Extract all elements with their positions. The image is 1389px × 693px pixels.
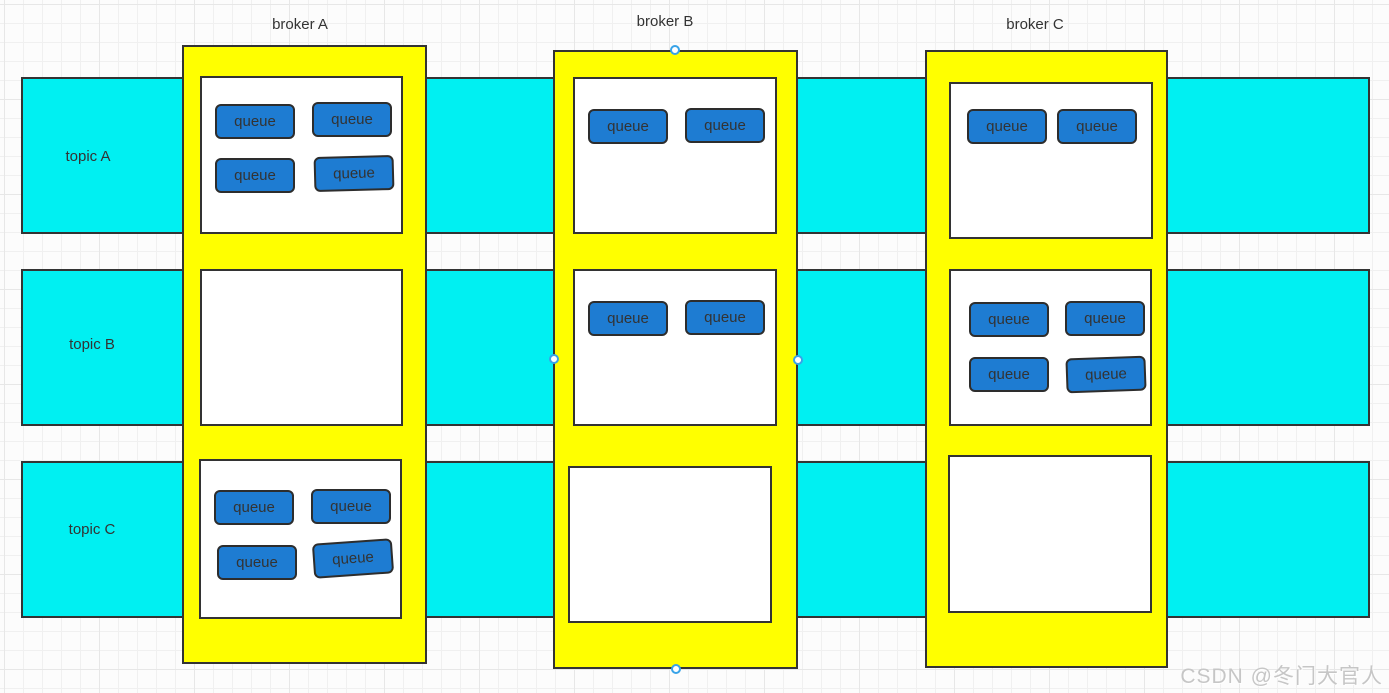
selection-handle-bottom[interactable] [671,664,681,674]
cell-broker-b-topic-a[interactable]: queue queue [573,77,777,234]
cell-broker-c-topic-c[interactable] [948,455,1152,613]
topic-a-label: topic A [65,148,111,165]
topic-b-label: topic B [69,336,115,353]
queue-shape[interactable]: queue [312,102,392,137]
selection-handle-top[interactable] [670,45,680,55]
broker-a-label: broker A [272,16,328,33]
cell-broker-b-topic-c[interactable] [568,466,772,623]
selection-handle-left[interactable] [549,354,559,364]
queue-shape[interactable]: queue [685,108,765,143]
queue-shape[interactable]: queue [215,104,295,139]
selection-handle-right[interactable] [793,355,803,365]
queue-shape[interactable]: queue [685,300,765,335]
queue-shape[interactable]: queue [1057,109,1137,144]
queue-shape[interactable]: queue [1065,355,1147,394]
cell-broker-a-topic-c[interactable]: queue queue queue queue [199,459,402,619]
queue-shape[interactable]: queue [214,490,294,525]
cell-broker-b-topic-b[interactable]: queue queue [573,269,777,426]
queue-shape[interactable]: queue [311,538,395,579]
queue-shape[interactable]: queue [588,109,668,144]
csdn-watermark: CSDN @冬门大官人 [1180,665,1383,688]
cell-broker-c-topic-a[interactable]: queue queue [949,82,1153,239]
queue-shape[interactable]: queue [313,154,395,193]
queue-shape[interactable]: queue [969,357,1049,392]
queue-shape[interactable]: queue [588,301,668,336]
cell-broker-a-topic-a[interactable]: queue queue queue queue [200,76,403,234]
broker-b-label: broker B [636,13,694,30]
queue-shape[interactable]: queue [969,302,1049,337]
queue-shape[interactable]: queue [1065,301,1145,336]
queue-shape[interactable]: queue [311,489,391,524]
queue-shape[interactable]: queue [967,109,1047,144]
broker-c-label: broker C [1006,16,1064,33]
topic-c-label: topic C [68,521,116,538]
cell-broker-a-topic-b[interactable] [200,269,403,426]
cell-broker-c-topic-b[interactable]: queue queue queue queue [949,269,1152,426]
queue-shape[interactable]: queue [217,545,297,580]
queue-shape[interactable]: queue [215,158,295,193]
